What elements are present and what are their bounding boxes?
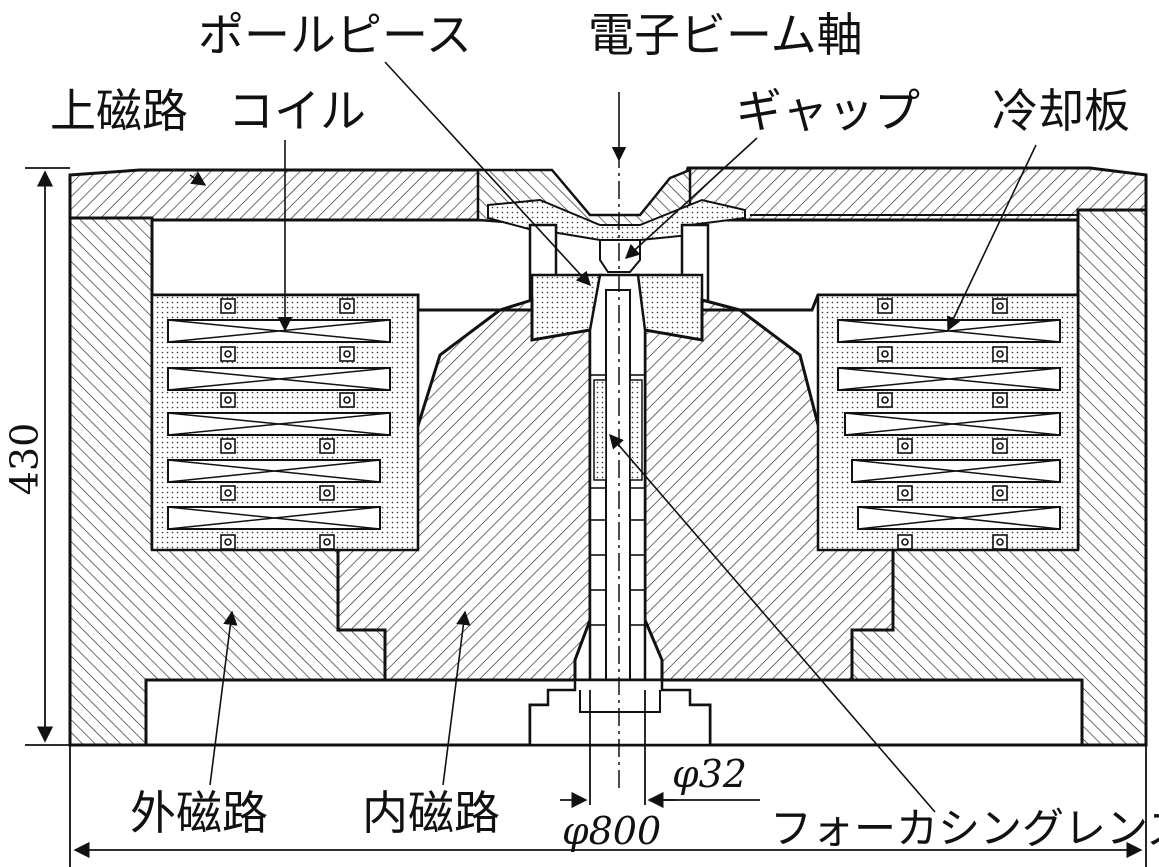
label-beam-axis: 電子ビーム軸 (588, 8, 863, 62)
dimension-height: 430 (2, 422, 47, 496)
label-gap: ギャップ (736, 84, 920, 138)
dimension-diameter: φ800 (562, 809, 662, 853)
upper-magnetic-path-right (673, 166, 1148, 222)
left-coil-pack (150, 293, 420, 552)
label-focusing-lens: フォーカシングレンズ (770, 804, 1159, 853)
right-coil-pack (816, 293, 1080, 552)
dimension-lines (25, 167, 1147, 867)
focusing-lens-column (588, 273, 647, 682)
upper-magnetic-path (68, 168, 550, 222)
dimension-bore: φ32 (672, 752, 747, 796)
label-upper-path: 上磁路 (50, 84, 188, 138)
leader-lines (189, 61, 1037, 813)
label-outer-path: 外磁路 (130, 786, 268, 840)
gap-pole-tip (599, 239, 641, 273)
label-pole-piece: ポールピース (198, 8, 472, 62)
label-inner-path: 内磁路 (362, 786, 500, 840)
label-cooling-plate: 冷却板 (992, 84, 1130, 138)
label-coil: コイル (228, 84, 366, 138)
